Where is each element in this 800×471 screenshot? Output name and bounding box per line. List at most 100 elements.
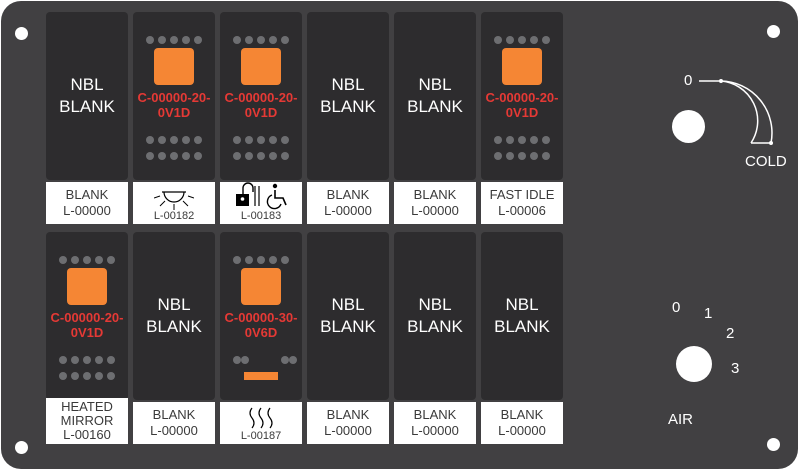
- indicator-dots-top: [59, 256, 115, 264]
- rocker-switch-2[interactable]: C-00000-20- 0V1D L-00182: [133, 12, 215, 224]
- switch-body[interactable]: C-00000-20- 0V1D: [220, 12, 302, 180]
- switch-legend: BLANK L-00000: [481, 402, 563, 444]
- switch-body[interactable]: C-00000-20- 0V1D: [46, 232, 128, 400]
- temp-zero-label: 0: [684, 72, 693, 89]
- air-label: AIR: [668, 411, 694, 428]
- code-line: 0V6D: [244, 325, 278, 340]
- switch-face-text: NBL BLANK: [394, 74, 476, 118]
- indicator-dots-bottom: [146, 136, 202, 160]
- lamp-indicator: [241, 268, 281, 305]
- switch-legend: L-00182: [133, 182, 215, 224]
- indicator-dots-bottom: [494, 136, 550, 160]
- switch-face-text: NBL BLANK: [133, 294, 215, 338]
- rocker-switch-10[interactable]: NBL BLANK BLANK L-00000: [307, 232, 389, 444]
- legend-title: HEATED: [61, 399, 113, 414]
- legend-part-number: L-00000: [63, 203, 111, 218]
- switch-body[interactable]: NBL BLANK: [133, 232, 215, 400]
- face-line: BLANK: [59, 97, 115, 116]
- switch-legend: HEATED MIRROR L-00160: [46, 398, 128, 444]
- legend-part-number: L-00000: [150, 423, 198, 438]
- legend-title: BLANK: [65, 187, 109, 202]
- air-position-2: 2: [726, 325, 735, 342]
- indicator-dots-top: [233, 36, 289, 44]
- air-position-3: 3: [731, 360, 740, 377]
- switch-body[interactable]: NBL BLANK: [46, 12, 128, 180]
- switch-body[interactable]: NBL BLANK: [394, 232, 476, 400]
- indicator-dots-top: [146, 36, 202, 44]
- switch-body[interactable]: NBL BLANK: [307, 232, 389, 400]
- part-code: C-00000-20- 0V1D: [38, 310, 136, 340]
- face-line: BLANK: [407, 317, 463, 336]
- legend-part-number: L-00006: [498, 203, 546, 218]
- indicator-dots-bottom: [233, 356, 297, 364]
- switch-face-text: NBL BLANK: [46, 74, 128, 118]
- switch-body[interactable]: C-00000-20- 0V1D: [481, 12, 563, 180]
- legend-title: BLANK: [326, 407, 370, 422]
- legend-part-number: L-00000: [324, 203, 372, 218]
- lamp-indicator: [241, 48, 281, 85]
- rocker-switch-3[interactable]: C-00000-20- 0V1D: [220, 12, 302, 224]
- rocker-switch-1[interactable]: NBL BLANK BLANK L-00000: [46, 12, 128, 224]
- legend-part-number: L-00000: [411, 203, 459, 218]
- part-code: C-00000-30- 0V6D: [212, 310, 310, 340]
- switch-body[interactable]: NBL BLANK: [307, 12, 389, 180]
- legend-title: BLANK: [413, 187, 457, 202]
- face-line: NBL: [157, 295, 191, 314]
- switch-legend: L-00183: [220, 182, 302, 224]
- rocker-switch-8[interactable]: NBL BLANK BLANK L-00000: [133, 232, 215, 444]
- legend-part-number: L-00187: [240, 430, 282, 442]
- legend-title: BLANK: [152, 407, 196, 422]
- face-line: BLANK: [320, 317, 376, 336]
- sun-icon: [133, 184, 215, 210]
- face-line: BLANK: [146, 317, 202, 336]
- temperature-knob[interactable]: [672, 110, 705, 143]
- switch-legend: BLANK L-00000: [307, 402, 389, 444]
- rocker-switch-12[interactable]: NBL BLANK BLANK L-00000: [481, 232, 563, 444]
- switch-body[interactable]: NBL BLANK: [481, 232, 563, 400]
- mount-hole: [767, 438, 780, 451]
- mount-hole: [767, 25, 780, 38]
- code-line: C-00000-20-: [137, 90, 211, 105]
- part-code: C-00000-20- 0V1D: [212, 90, 310, 120]
- switch-body[interactable]: C-00000-20- 0V1D: [133, 12, 215, 180]
- rocker-switch-7[interactable]: C-00000-20- 0V1D HEATED MIRROR L-00160: [46, 232, 128, 444]
- legend-title: BLANK: [326, 187, 370, 202]
- rocker-switch-5[interactable]: NBL BLANK BLANK L-00000: [394, 12, 476, 224]
- switch-face-text: NBL BLANK: [307, 74, 389, 118]
- part-code: C-00000-20- 0V1D: [125, 90, 223, 120]
- switch-legend: BLANK L-00000: [394, 402, 476, 444]
- rocker-switch-9[interactable]: C-00000-30- 0V6D L-00187: [220, 232, 302, 444]
- face-line: NBL: [505, 295, 539, 314]
- air-position-0: 0: [672, 299, 681, 316]
- legend-part-number: L-00182: [153, 210, 195, 222]
- code-line: C-00000-20-: [224, 90, 298, 105]
- code-line: 0V1D: [505, 105, 539, 120]
- code-line: C-00000-30-: [224, 310, 298, 325]
- switch-face-text: NBL BLANK: [394, 294, 476, 338]
- lamp-indicator: [154, 48, 194, 85]
- switch-body[interactable]: NBL BLANK: [394, 12, 476, 180]
- switch-legend: BLANK L-00000: [133, 402, 215, 444]
- rocker-switch-11[interactable]: NBL BLANK BLANK L-00000: [394, 232, 476, 444]
- legend-part-number: L-00000: [411, 423, 459, 438]
- rocker-switch-6[interactable]: C-00000-20- 0V1D FAST IDLE L-00006: [481, 12, 563, 224]
- temp-cold-label: COLD: [745, 153, 787, 170]
- code-line: C-00000-20-: [50, 310, 124, 325]
- legend-part-number: L-00000: [498, 423, 546, 438]
- legend-title: MIRROR: [60, 413, 114, 428]
- face-line: NBL: [331, 295, 365, 314]
- face-line: BLANK: [407, 97, 463, 116]
- switch-body[interactable]: C-00000-30- 0V6D: [220, 232, 302, 400]
- indicator-dots-bottom: [59, 356, 115, 380]
- face-line: NBL: [331, 75, 365, 94]
- heat-waves-icon: [220, 404, 302, 430]
- legend-part-number: L-00000: [324, 423, 372, 438]
- temp-arc-icon: [699, 79, 773, 145]
- lamp-indicator: [502, 48, 542, 85]
- air-knob[interactable]: [676, 346, 712, 382]
- face-line: BLANK: [494, 317, 550, 336]
- indicator-dots-bottom: [233, 136, 289, 160]
- part-code: C-00000-20- 0V1D: [473, 90, 571, 120]
- lock-wheelchair-icon: [220, 182, 302, 210]
- rocker-switch-4[interactable]: NBL BLANK BLANK L-00000: [307, 12, 389, 224]
